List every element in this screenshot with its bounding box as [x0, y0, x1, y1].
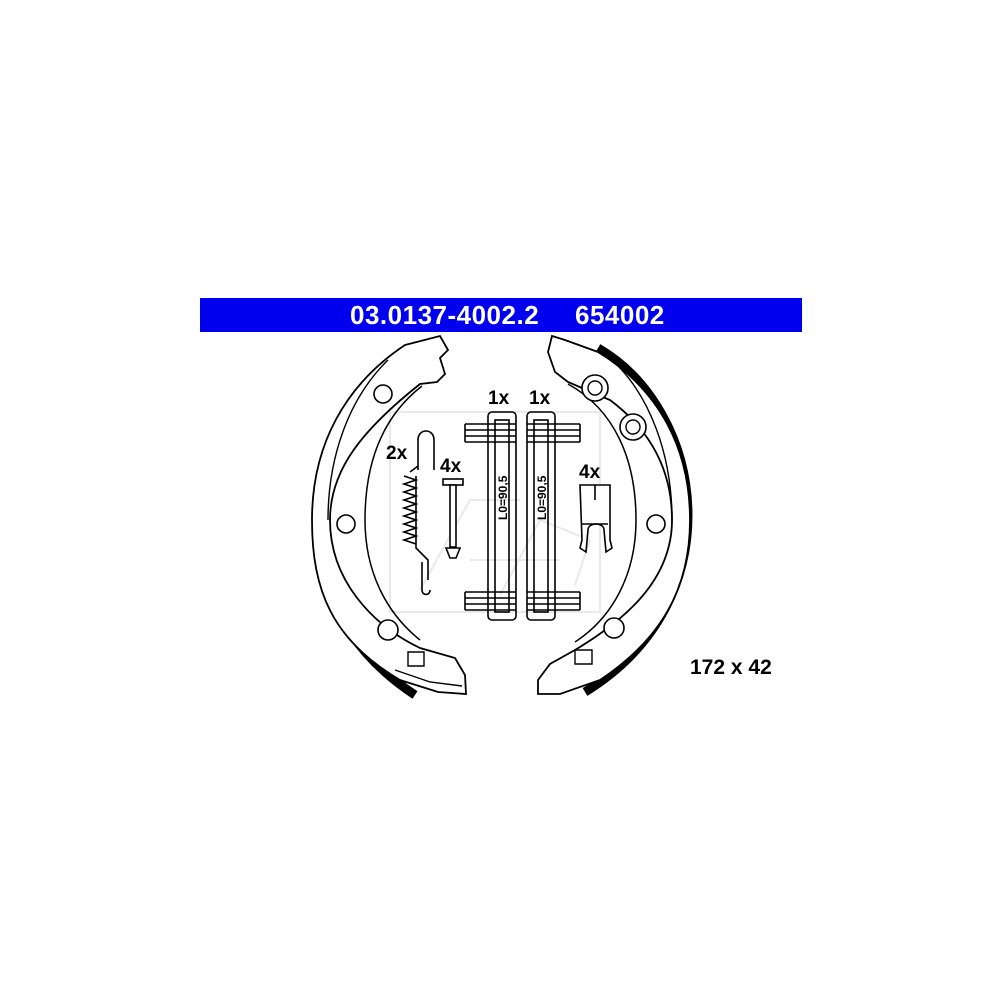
return-spring-2 [526, 411, 581, 621]
right-shoe-web [537, 334, 691, 695]
return-spring-1 [464, 411, 517, 621]
left-shoe-web [311, 334, 467, 695]
retaining-clip [579, 484, 613, 554]
left-brake-shoe [311, 334, 467, 699]
hold-down-pin-quantity: 4x [440, 456, 462, 477]
title-bar: 03.0137-4002.2 654002 [200, 298, 802, 332]
return-spring-2-length: L0=90,5 [535, 475, 549, 520]
right-shoe-hole-middle [646, 514, 666, 534]
right-shoe-hole-lower [603, 617, 625, 639]
return-spring-1-quantity: 1x [488, 388, 510, 409]
clip-quantity: 4x [579, 462, 601, 483]
adjuster-spring-quantity: 2x [386, 443, 408, 464]
left-shoe-hole-middle [336, 514, 356, 534]
left-shoe-hole-upper [373, 384, 393, 404]
dimensions-label: 172 x 42 [690, 656, 772, 679]
return-spring-1-length: L0=90,5 [496, 475, 510, 520]
right-brake-shoe [537, 334, 693, 696]
return-spring-2-quantity: 1x [529, 388, 551, 409]
adjuster-spring [401, 430, 435, 596]
left-shoe-hole-lower [377, 619, 399, 641]
reference-number: 654002 [575, 300, 665, 330]
hold-down-pin [442, 478, 464, 559]
part-number: 03.0137-4002.2 [350, 300, 540, 330]
